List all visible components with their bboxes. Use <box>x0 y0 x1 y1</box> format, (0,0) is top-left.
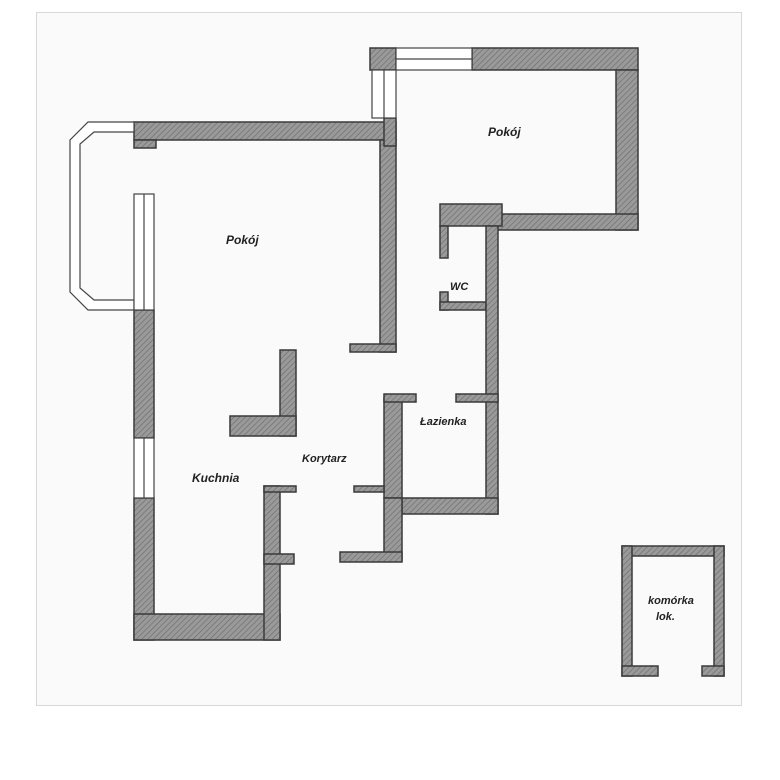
wall-kitchen-right-stub <box>263 553 295 565</box>
wall-bath-top <box>455 393 499 403</box>
wall-bath-top-left <box>383 393 417 403</box>
wall-upper-room-top <box>471 47 639 71</box>
room-label-korytarz: Korytarz <box>302 453 347 465</box>
room-label-komorka-lok: lok. <box>656 611 675 623</box>
windows <box>69 47 473 499</box>
wall-left-room-right <box>379 139 397 353</box>
wall-left-room-right-return <box>349 343 397 353</box>
room-label-pokoj-upper: Pokój <box>488 125 521 139</box>
wall-upper-room-bottom <box>487 213 639 231</box>
wall-bath-bottom <box>401 497 499 515</box>
bay-window <box>69 121 135 311</box>
room-label-kuchnia: Kuchnia <box>192 471 240 485</box>
wall-storage-bottom-left <box>621 665 659 677</box>
wall-storage-bottom-right <box>701 665 725 677</box>
room-label-lazienka: Łazienka <box>419 416 466 428</box>
wall-upper-room-top-left <box>369 47 397 71</box>
wall-wc-left <box>439 225 449 259</box>
room-label-pokoj-main: Pokój <box>226 233 259 247</box>
wall-l-horizontal <box>229 415 297 437</box>
wall-kitchen-right-top <box>263 485 297 493</box>
wall-left-middle <box>133 309 155 439</box>
wall-storage-left <box>621 545 633 677</box>
wall-storage-right <box>713 545 725 677</box>
room-label-komorka: komórka <box>648 595 694 607</box>
wall-bath-left <box>383 397 403 499</box>
wall-bath-right <box>485 225 499 515</box>
wall-upper-room-right <box>615 69 639 231</box>
wall-top-stub <box>133 139 157 149</box>
wall-kitchen-bottom <box>133 613 281 641</box>
wall-wc-bottom <box>439 301 487 311</box>
wall-upper-room-left <box>383 117 397 147</box>
room-label-wc: WC <box>450 281 469 293</box>
wall-storage-top <box>621 545 725 557</box>
walls <box>133 47 725 677</box>
wall-wc-top <box>439 203 503 227</box>
wall-top-left-room <box>133 121 397 141</box>
wall-bath-lower-left <box>383 497 403 561</box>
wall-corridor-bottom-right <box>339 551 403 563</box>
wall-corridor-stub <box>353 485 385 493</box>
